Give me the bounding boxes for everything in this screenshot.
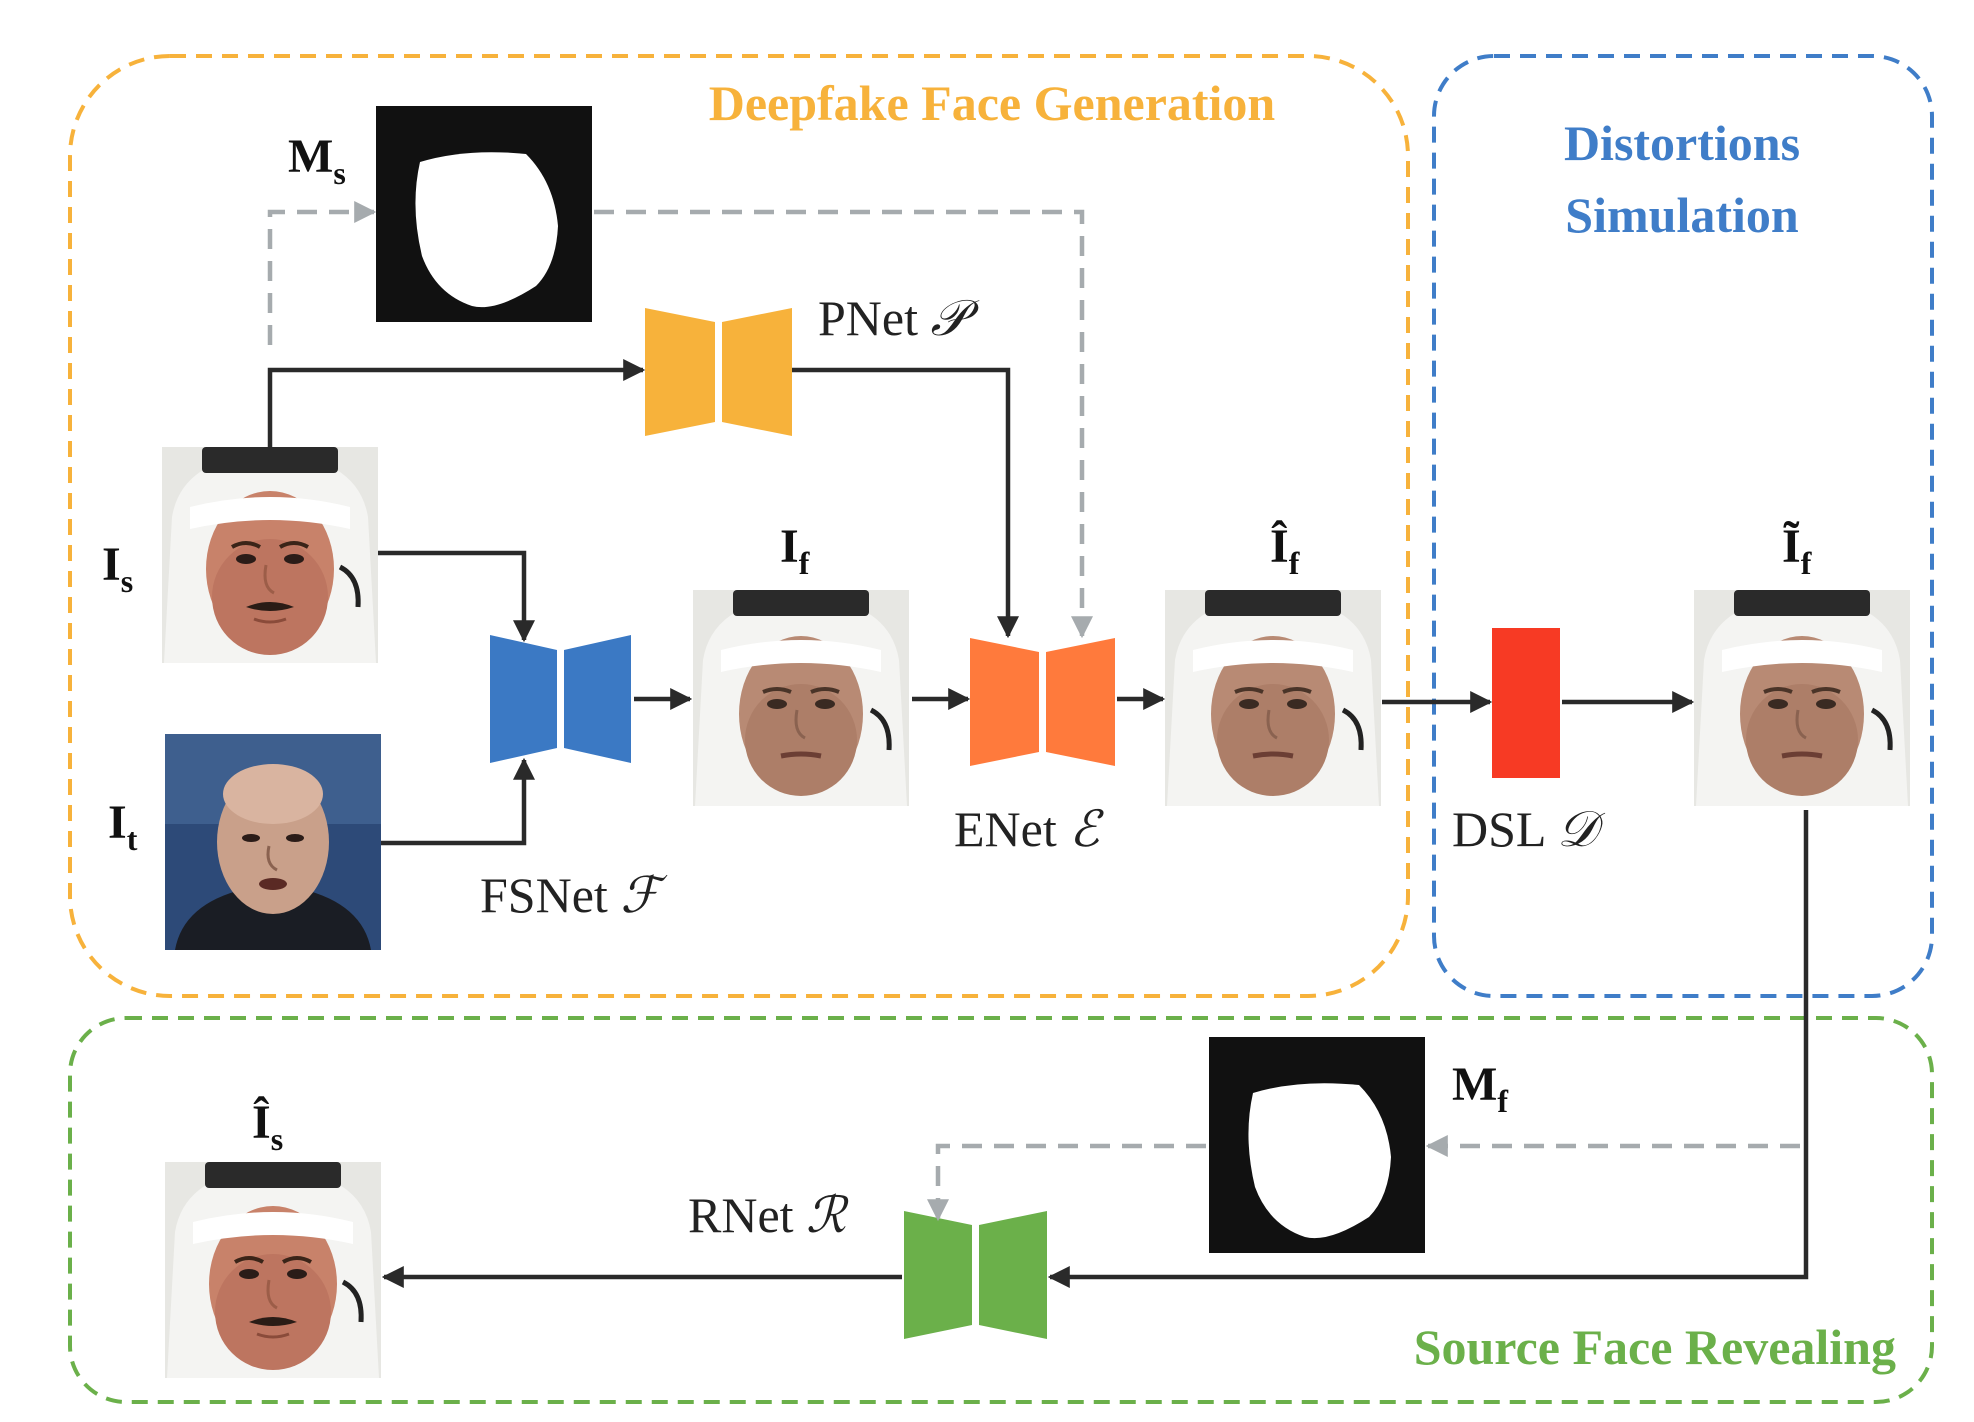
target-face-photo-icon — [163, 732, 383, 952]
rnet-label: RNet ℛ — [688, 1187, 849, 1243]
arrow-source-to-pnet — [267, 359, 646, 447]
face-mask-icon — [376, 106, 592, 322]
if-tilde-label: Ĩf — [1782, 520, 1812, 581]
dashed-arrow-mask-to-enet — [594, 209, 1093, 639]
encoder-decoder-icon — [490, 635, 557, 763]
fsnet-block — [490, 635, 631, 763]
revealing-title: Source Face Revealing — [1414, 1319, 1896, 1375]
is-hat-label: Îs — [252, 1095, 283, 1157]
encoder-decoder-icon — [904, 1211, 972, 1339]
distortion-layer-icon — [1492, 628, 1560, 778]
distortions-simulation-region — [1432, 54, 1934, 998]
distorted-face-photo-icon — [1694, 590, 1910, 806]
rnet-block — [904, 1211, 1047, 1339]
arrow-distorted-to-rnet — [1047, 810, 1809, 1288]
if-hat-label: Îf — [1270, 519, 1300, 581]
enet-block — [970, 638, 1115, 766]
is-label: Is — [102, 538, 133, 599]
arrow-source-to-fsnet — [378, 550, 535, 643]
source-revealing-region — [68, 1016, 1934, 1404]
revealed-face-photo-icon — [165, 1162, 381, 1378]
encoder-decoder-icon — [645, 308, 715, 436]
source-face-photo-icon — [162, 447, 378, 663]
deepfake-generation-region — [68, 54, 1410, 998]
ms-label: Ms — [288, 130, 346, 191]
pnet-label: PNet 𝒫 — [818, 290, 980, 346]
it-label: It — [108, 796, 138, 857]
generation-title: Deepfake Face Generation — [709, 75, 1276, 131]
distortion-title-line1: Distortions — [1564, 115, 1800, 171]
fsnet-label: FSNet ℱ — [480, 867, 668, 923]
enhanced-face-photo-icon — [1165, 590, 1381, 806]
face-mask-icon — [1209, 1037, 1425, 1253]
mf-label: Mf — [1452, 1058, 1508, 1119]
encoder-decoder-icon — [970, 638, 1039, 766]
arrow-target-to-fsnet — [381, 757, 535, 846]
if-label: If — [780, 520, 810, 581]
distortion-title-line2: Simulation — [1565, 187, 1799, 243]
enet-label: ENet ℰ — [954, 801, 1104, 857]
pnet-block — [645, 308, 792, 436]
swapped-face-photo-icon — [693, 590, 909, 806]
arrow-pnet-to-enet — [792, 367, 1019, 639]
dashed-arrow-mask-to-rnet — [927, 1143, 1206, 1222]
dashed-arrow-source-to-mask — [267, 201, 377, 345]
dsl-label: DSL 𝒟 — [1452, 801, 1606, 857]
